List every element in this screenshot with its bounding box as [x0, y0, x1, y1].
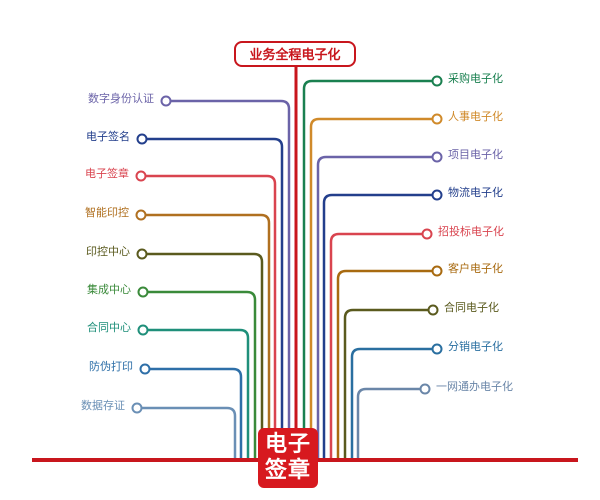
left-label: 电子签章 — [85, 167, 129, 180]
right-line — [322, 193, 432, 458]
right-label: 一网通办电子化 — [436, 380, 513, 393]
right-line — [316, 155, 432, 458]
left-label: 印控中心 — [86, 245, 130, 258]
right-line — [356, 387, 420, 458]
right-node — [419, 383, 431, 395]
right-node — [427, 304, 439, 316]
right-label: 客户电子化 — [448, 262, 503, 275]
left-node — [136, 133, 148, 145]
left-line — [146, 174, 277, 458]
right-label: 分销电子化 — [448, 340, 503, 353]
left-line — [148, 290, 257, 458]
left-line — [147, 252, 264, 458]
right-node — [431, 113, 443, 125]
stamp-line2: 签章 — [264, 458, 311, 483]
right-label: 合同电子化 — [444, 301, 499, 314]
right-node — [431, 265, 443, 277]
left-label: 合同中心 — [87, 321, 131, 334]
title-box: 业务全程电子化 — [234, 41, 356, 67]
right-line — [329, 232, 422, 458]
right-line — [302, 79, 432, 458]
right-node — [431, 151, 443, 163]
right-label: 物流电子化 — [448, 186, 503, 199]
left-node — [137, 324, 149, 336]
left-node — [135, 170, 147, 182]
e-seal-stamp: 电子 签章 — [258, 428, 318, 488]
left-node — [131, 402, 143, 414]
left-node — [135, 209, 147, 221]
left-node — [139, 363, 151, 375]
right-line — [336, 269, 432, 458]
right-node — [431, 343, 443, 355]
right-line — [343, 308, 428, 458]
stamp-line1: 电子 — [264, 432, 311, 457]
right-line — [350, 347, 432, 458]
right-label: 人事电子化 — [448, 110, 503, 123]
right-label: 采购电子化 — [448, 72, 503, 85]
left-line — [142, 406, 237, 458]
left-node — [136, 248, 148, 260]
right-line — [309, 117, 432, 458]
right-label: 项目电子化 — [448, 148, 503, 161]
left-label: 电子签名 — [86, 130, 130, 143]
right-label: 招投标电子化 — [438, 225, 504, 238]
left-node — [160, 95, 172, 107]
right-node — [421, 228, 433, 240]
left-line — [171, 99, 291, 458]
left-line — [150, 367, 243, 458]
left-label: 数据存证 — [81, 399, 125, 412]
right-node — [431, 75, 443, 87]
left-label: 防伪打印 — [89, 360, 133, 373]
left-label: 数字身份认证 — [88, 92, 154, 105]
left-line — [148, 328, 250, 458]
left-label: 智能印控 — [85, 206, 129, 219]
left-node — [137, 286, 149, 298]
left-line — [146, 213, 271, 458]
left-line — [147, 137, 284, 458]
left-label: 集成中心 — [87, 283, 131, 296]
right-node — [431, 189, 443, 201]
